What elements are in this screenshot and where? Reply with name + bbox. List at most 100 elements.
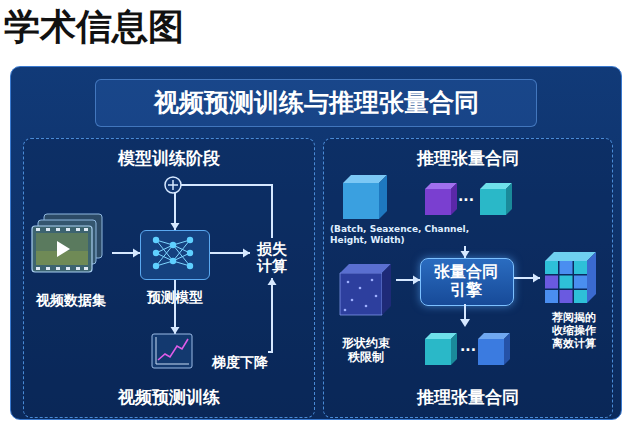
arrow-head bbox=[461, 251, 470, 258]
ellipsis-label: ... bbox=[460, 338, 476, 354]
tensor-shape: (Batch, Seaxence, Channel, Height, Width… bbox=[328, 174, 518, 246]
connector bbox=[268, 278, 277, 352]
node-text: 预测模型 bbox=[126, 289, 224, 307]
sprocket-hole bbox=[56, 228, 60, 231]
connector-line bbox=[464, 246, 466, 258]
connector-line bbox=[210, 252, 250, 254]
net-unit bbox=[153, 263, 159, 269]
arrow-head bbox=[171, 327, 180, 334]
node-text: 推理张量合同 bbox=[324, 147, 612, 170]
node-text: 视频预测训练 bbox=[24, 386, 314, 409]
node-text: 视频数据集 bbox=[22, 292, 120, 310]
cube-front bbox=[343, 183, 379, 219]
net-link bbox=[156, 253, 173, 261]
sprocket-hole bbox=[36, 267, 40, 270]
cube-top bbox=[545, 252, 596, 261]
connector bbox=[396, 276, 420, 285]
film-frame bbox=[44, 214, 102, 258]
film-frame bbox=[32, 226, 92, 272]
texture-dot bbox=[344, 309, 347, 312]
play-symbol bbox=[57, 241, 70, 257]
plus-sign bbox=[172, 180, 174, 190]
arrow-head bbox=[460, 319, 470, 327]
connector bbox=[171, 185, 273, 238]
cube-cell bbox=[560, 290, 573, 303]
cube-front bbox=[425, 189, 451, 215]
node-text: 形状约束 秩限制 bbox=[340, 336, 392, 364]
sprocket-hole bbox=[84, 228, 88, 231]
node-text: 梯度下降 bbox=[212, 354, 268, 372]
cube-side bbox=[587, 252, 596, 303]
net-unit bbox=[187, 250, 193, 256]
sprocket-hole bbox=[66, 267, 70, 270]
net-unit bbox=[187, 263, 193, 269]
node-text: 模型训练阶段 bbox=[24, 147, 314, 170]
connector-line bbox=[514, 277, 540, 279]
net-unit bbox=[153, 237, 159, 243]
main-panel: 视频预测训练与推理张量合同模型训练阶段视频预测训练视频数据集预测模型损失计算梯度… bbox=[10, 66, 622, 420]
net-unit bbox=[170, 258, 176, 264]
arrow-head bbox=[133, 249, 140, 258]
film-image bbox=[36, 251, 88, 265]
net-link bbox=[173, 245, 190, 253]
texture-dot bbox=[359, 287, 362, 290]
arrow-head bbox=[533, 274, 540, 283]
page-title: 学术信息图 bbox=[4, 2, 184, 52]
net-link bbox=[173, 261, 190, 266]
constraint-cube: 形状约束 秩限制 bbox=[336, 264, 396, 364]
cube-cell bbox=[574, 290, 587, 303]
connector-line bbox=[112, 252, 140, 254]
connector-line bbox=[396, 279, 420, 281]
net-link bbox=[156, 245, 173, 266]
section-panel: 模型训练阶段视频预测训练视频数据集预测模型损失计算梯度下降 bbox=[23, 138, 315, 418]
film-frame bbox=[38, 220, 96, 264]
result-cube: 荐阅揭的 收缩操作 离效计算 bbox=[540, 252, 608, 350]
model-box: 预测模型 bbox=[140, 230, 210, 280]
cube-top bbox=[480, 183, 512, 189]
texture-dot bbox=[351, 299, 354, 302]
cube-side bbox=[451, 183, 457, 215]
cube-side bbox=[382, 264, 391, 315]
sprocket-hole bbox=[56, 267, 60, 270]
arrow-head bbox=[413, 276, 420, 285]
node-text: 视频预测训练与推理张量合同 bbox=[95, 79, 537, 127]
neural-net-icon bbox=[156, 240, 190, 266]
chart-axes bbox=[156, 337, 189, 364]
engine-box: 张量合同 引擎 bbox=[420, 258, 514, 306]
net-link bbox=[156, 240, 173, 261]
connector bbox=[210, 249, 250, 258]
arrow-head bbox=[171, 223, 180, 230]
output-arrow bbox=[464, 304, 466, 320]
connector-line bbox=[175, 185, 272, 238]
node-text: 张量合同 引擎 bbox=[434, 263, 498, 299]
connector bbox=[171, 280, 180, 334]
sprocket-hole bbox=[46, 228, 50, 231]
net-link bbox=[173, 240, 190, 261]
net-unit bbox=[170, 242, 176, 248]
net-unit bbox=[153, 250, 159, 256]
texture-dot bbox=[371, 279, 374, 282]
node-text: 荐阅揭的 收缩操作 离效计算 bbox=[550, 311, 598, 350]
node-text: (Batch, Seaxence, Channel, Height, Width… bbox=[330, 224, 480, 246]
section-panel: 推理张量合同推理张量合同 (Batch, Seaxence, Channel, H… bbox=[323, 138, 613, 418]
connector bbox=[514, 274, 540, 283]
net-link bbox=[173, 245, 190, 266]
sprocket-hole bbox=[84, 267, 88, 270]
film-image bbox=[36, 233, 88, 265]
cube-top bbox=[478, 333, 510, 339]
cube-side bbox=[451, 333, 457, 365]
gradient-step: 梯度下降 bbox=[152, 334, 268, 372]
loss-step: 损失计算 bbox=[250, 238, 294, 278]
cube-top bbox=[425, 183, 457, 189]
connector bbox=[112, 249, 140, 258]
node-text: 推理张量合同 bbox=[324, 386, 612, 409]
connector bbox=[461, 246, 470, 258]
texture-dot bbox=[347, 281, 350, 284]
cube-cell bbox=[545, 290, 558, 303]
ellipsis-label: ... bbox=[458, 188, 474, 204]
cube-cell bbox=[560, 261, 573, 274]
net-link bbox=[173, 253, 190, 261]
arrow-head bbox=[268, 278, 277, 285]
